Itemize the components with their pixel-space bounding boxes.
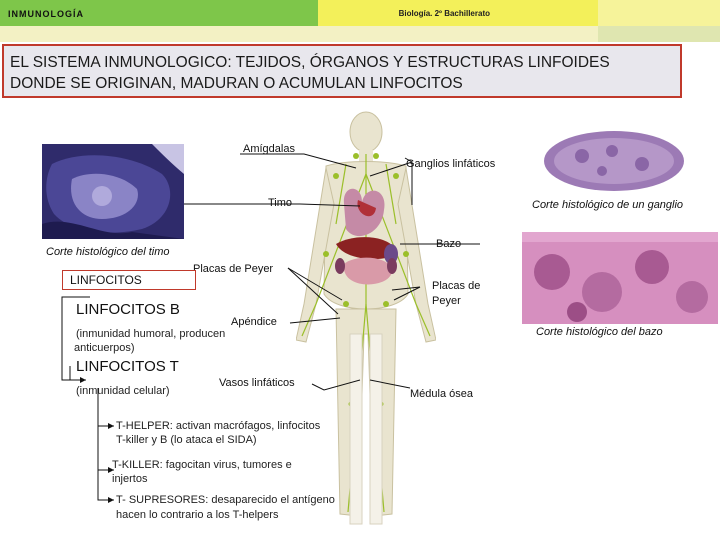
lymphocytes-b-desc-1: (inmunidad humoral, producen [76, 328, 226, 340]
lymphocytes-heading: LINFOCITOS [70, 273, 142, 287]
label-corte-timo: Corte histológico del timo [46, 246, 170, 258]
header-course-bar: Biología. 2º Bachillerato [318, 0, 598, 26]
header-course-label: Biología. 2º Bachillerato [398, 9, 490, 18]
lymphocytes-b-title: LINFOCITOS B [76, 301, 180, 318]
t-helper-line-1: T-HELPER: activan macrófagos, linfocitos [116, 420, 321, 432]
header-band-right [598, 26, 720, 42]
t-killer-line-1: T-KILLER: fagocitan virus, tumores e [112, 459, 292, 471]
label-vasos: Vasos linfáticos [219, 377, 295, 389]
lymphocytes-b-desc-2: anticuerpos) [74, 342, 135, 354]
t-killer-line-2: injertos [112, 473, 148, 485]
spleen-histology-image [522, 232, 718, 324]
t-helper-line-2: T-killer y B (lo ataca el SIDA) [116, 434, 257, 446]
label-medula: Médula ósea [410, 388, 473, 400]
label-corte-bazo: Corte histológico del bazo [536, 326, 663, 338]
label-bazo: Bazo [436, 238, 462, 250]
lymphocytes-t-desc: (inmunidad celular) [76, 385, 170, 397]
label-placas-peyer-right-1: Placas de [432, 280, 481, 292]
lymphocytes-heading-box: LINFOCITOS [62, 270, 196, 290]
t-supresor-line-1: T- SUPRESORES: desaparecido el antígeno [116, 494, 335, 506]
label-corte-ganglio: Corte histológico de un ganglio [532, 199, 684, 211]
ganglion-histology-image [542, 126, 686, 196]
label-timo: Timo [268, 197, 293, 209]
label-placas-peyer-left: Placas de Peyer [193, 263, 274, 275]
slide-title-line2: DONDE SE ORIGINAN, MADURAN O ACUMULAN LI… [10, 75, 463, 92]
thymus-histology-image [42, 144, 184, 239]
label-apendice: Apéndice [231, 316, 277, 328]
t-supresor-line-2: hacen lo contrario a los T-helpers [116, 509, 279, 521]
slide-title-box: EL SISTEMA INMUNOLOGICO: TEJIDOS, ÓRGANO… [2, 44, 682, 98]
header-right-block [598, 0, 720, 26]
lymphatic-system-figure [296, 111, 436, 525]
lymphocytes-t-title: LINFOCITOS T [76, 358, 179, 375]
label-amigdalas: Amígdalas [243, 143, 295, 155]
slide-title-line1: EL SISTEMA INMUNOLOGICO: TEJIDOS, ÓRGANO… [10, 54, 610, 71]
header-section-label: INMUNOLOGÍA [8, 9, 84, 19]
header-band [0, 26, 720, 42]
label-ganglios: Ganglios linfáticos [406, 158, 496, 170]
label-placas-peyer-right-2: Peyer [432, 295, 461, 307]
